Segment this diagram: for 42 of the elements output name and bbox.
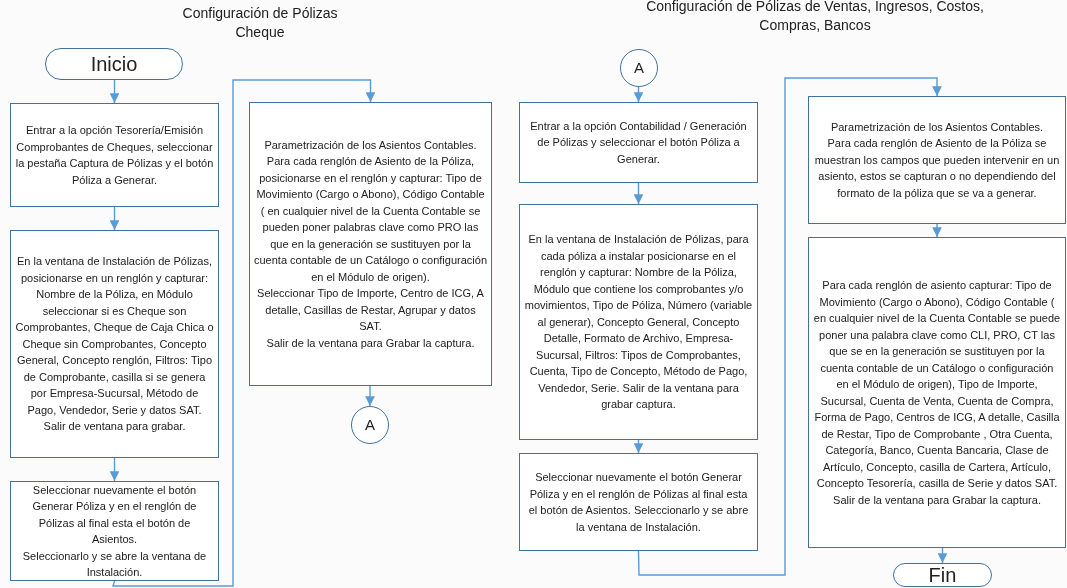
process-box — [10, 481, 219, 581]
step-text: En la ventana de Instalación de Pólizas, posicionarse en un renglón y capturar: Nombre de la Póliza, en Módulo seleccionar si es Cheque son Comprobantes, Cheque de Caja Chica o Cheque sin Comprobantes, Concepto General, Concepto renglón, Filtros: Tipo de Comprobante, casilla si se genera por Empresa-Sucursal, Método de Pago, Vendedor, Serie y datos SAT. Salir de ventana para grabar. — [15, 254, 214, 435]
process-box — [519, 204, 758, 440]
step-text: Parametrización de los Asientos Contables. — [264, 137, 477, 153]
step-text: Entrar a la opción Tesorería/Emisión Comprobantes de Cheques, seleccionar la pestaña Captura de Pólizas y el botón Póliza a Generar. — [15, 123, 214, 188]
arrow — [112, 79, 376, 587]
step-text: Seleccionar nuevamente el botón Generar Póliza y en el renglón de Pólizas al final esta el botón de Asientos. — [31, 482, 198, 547]
step-text: Inicio — [90, 53, 138, 75]
process-box — [519, 102, 758, 183]
terminal-shape — [893, 563, 992, 587]
arrow — [937, 547, 948, 564]
arrow — [109, 206, 120, 231]
step-text: Seleccionarlo y se abre la ventana de Instalación. — [21, 548, 208, 580]
step-text: A — [365, 414, 375, 435]
step-text: Parametrización de los Asientos Contables. — [830, 119, 1044, 135]
step-text: Seleccionar nuevamente el botón Generar Póliza y en el renglón de Pólizas al final esta el botón de Asientos. Seleccionarlo y se abre la ventana de Instalación. — [527, 470, 750, 535]
step-text: Seleccionar Tipo de Importe, Centro de ICG, A detalle, Casillas de Restar, Agrupar y datos SAT. — [256, 286, 485, 335]
section-title: Configuración de Pólizas Cheque — [181, 4, 339, 42]
process-box — [10, 230, 219, 458]
arrow — [932, 223, 942, 238]
step-text: Para cada renglón de Asiento de la Póliza se muestran los campos que pueden intervenir en un asiento, estos se capturan o no dependiendo del formato de la póliza que se va a generar. — [813, 136, 1061, 201]
process-box — [519, 453, 758, 551]
step-text: Salir de la ventana para Grabar la captura. — [266, 335, 475, 351]
section-title: Configuración de Pólizas de Ventas, Ingresos, Costos, Compras, Bancos — [645, 0, 985, 35]
arrow — [633, 439, 644, 454]
process-box — [808, 237, 1066, 548]
arrow — [637, 77, 942, 576]
arrow — [633, 86, 644, 103]
arrow — [109, 79, 120, 104]
arrow — [109, 457, 120, 482]
arrow — [633, 182, 644, 205]
step-text: Entrar a la opción Contabilidad / Generación de Pólizas y seleccionar el botón Póliza a Generar. — [529, 118, 748, 167]
step-text: A — [634, 57, 644, 78]
process-box — [808, 96, 1066, 224]
step-text: En la ventana de Instalación de Pólizas, para cada póliza a instalar posicionarse en el renglón y capturar: Nombre de la Póliza, Módulo que contiene los comprobantes y/o movimientos, Tipo de Póliza, Número (variable al generar), Concepto General, Concepto Detalle, Formato de Archivo, Empresa-Sucursal, Filtros: Tipos de Comprobantes, Cuenta, Tipo de Concepto, Método de Pago, Vendedor, Serie. Salir de la ventana para grabar captura. — [524, 232, 753, 413]
arrow — [365, 385, 375, 407]
step-text: Para cada renglón de asiento capturar: Tipo de Movimiento (Cargo o Abono), Código Contable ( en cualquier nivel de la Cuenta Contable se puede poner una palabra clave como CLI, PRO, CT las que se en la generación se sustituyen por la cuenta contable de un Catálogo o configuración en el Módulo de origen), Tipo de Importe, Sucursal, Cuenta de Venta, Cuenta de Compra, Forma de Pago, Centros de ICG, A detalle, Casilla de Restar, Tipo de Comprobante , Otra Cuenta, Categoría, Banco, Cuenta Bancaria, Clase de Artículo, Concepto, casilla de Cartera, Artículo, Concepto Tesorería, casilla de Serie y datos SAT. Salir de la ventana para Grabar la captura. — [813, 278, 1061, 508]
step-text: Para cada renglón de Asiento de la Póliza, posicionarse en el renglón y capturar: Tipo de Movimiento (Cargo o Abono), Código Contable ( en cualquier nivel de la Cuenta Contable se pueden poner palabras clave como PRO las que en la generación se sustituyen por la cuenta contable de un Catálogo o configuración en el Módulo de origen). — [254, 154, 487, 285]
process-box — [10, 103, 219, 207]
step-text: Fin — [928, 564, 957, 586]
process-box — [249, 102, 492, 386]
terminal-shape — [45, 48, 183, 80]
